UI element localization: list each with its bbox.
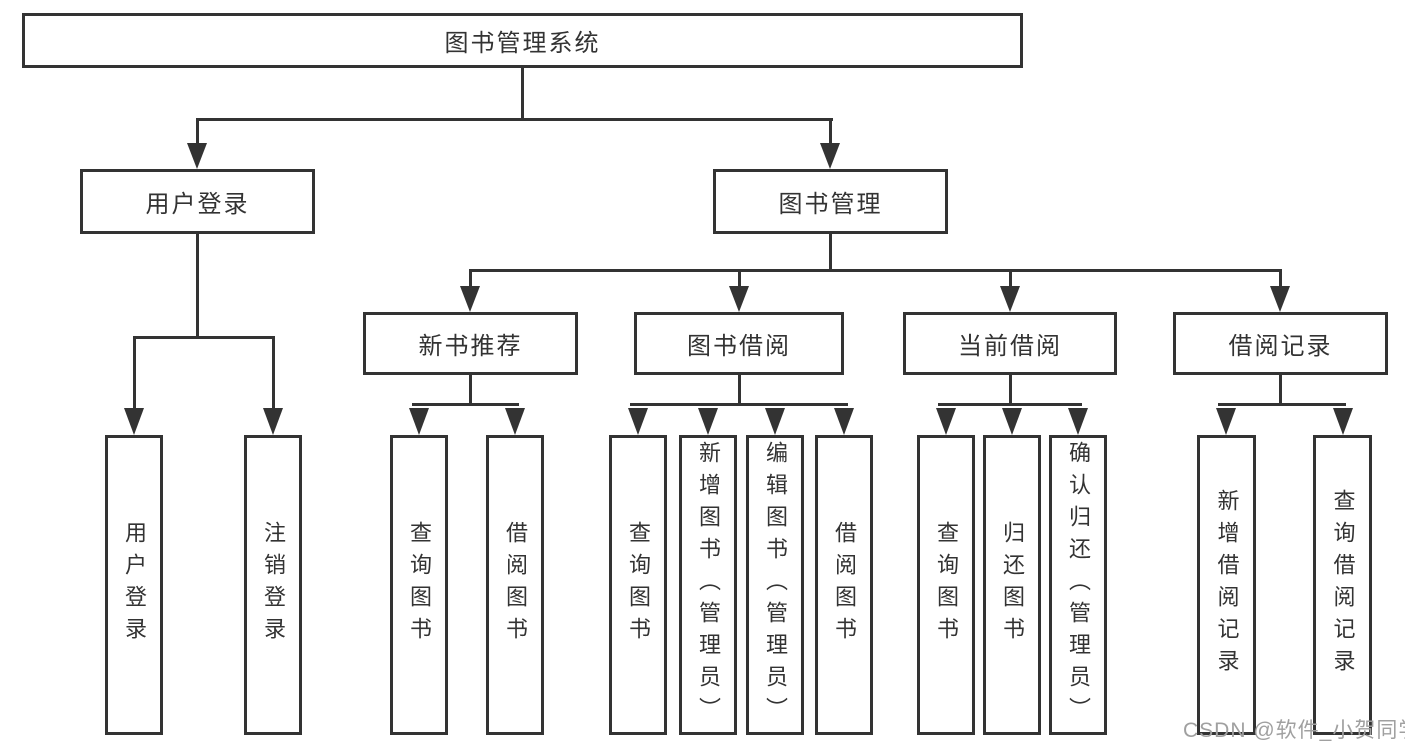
arrow-down-icon — [765, 408, 785, 435]
arrow-down-icon — [124, 408, 144, 435]
connector-g2-stem — [469, 375, 472, 405]
node-book-borrow-label: 图书借阅 — [687, 333, 791, 360]
node-user-login-label: 用户登录 — [145, 191, 250, 218]
leaf-query-books-recommend: 查询图书 — [390, 435, 448, 735]
leaf-query-borrow-record: 查询借阅记录 — [1313, 435, 1372, 735]
leaf-query-books-borrow: 查询图书 — [609, 435, 667, 735]
leaf-query-books-current: 查询图书 — [917, 435, 975, 735]
leaf-borrow-books-recommend-label: 借阅图书 — [503, 521, 528, 649]
arrow-down-icon — [1000, 286, 1020, 312]
leaf-add-books-admin: 新增图书（管理员） — [679, 435, 737, 735]
connector-userlogin-leaf2-stem — [272, 339, 275, 408]
arrow-down-icon — [936, 408, 956, 435]
arrow-down-icon — [187, 143, 207, 169]
leaf-borrow-books-recommend: 借阅图书 — [486, 435, 544, 735]
connector-bookmgmt-down — [829, 234, 832, 271]
watermark-text: CSDN @软件_小贺同学 — [1183, 719, 1405, 742]
arrow-down-icon — [1270, 286, 1290, 312]
connector-g4-stem — [1009, 375, 1012, 405]
connector-g3-bar — [630, 403, 848, 406]
connector-g5-stem — [1279, 375, 1282, 405]
leaf-query-books-recommend-label: 查询图书 — [407, 521, 432, 649]
connector-userlogin-stem — [196, 120, 199, 146]
arrow-down-icon — [820, 143, 840, 169]
node-new-book-recommend: 新书推荐 — [363, 312, 578, 375]
node-new-book-recommend-label: 新书推荐 — [418, 333, 523, 360]
node-current-borrow: 当前借阅 — [903, 312, 1117, 375]
arrow-down-icon — [1068, 408, 1088, 435]
leaf-return-books: 归还图书 — [983, 435, 1041, 735]
leaf-user-login: 用户登录 — [105, 435, 163, 735]
connector-l3-stem-2 — [738, 272, 741, 287]
arrow-down-icon — [505, 408, 525, 435]
connector-bookmgmt-stem — [829, 120, 832, 146]
arrow-down-icon — [628, 408, 648, 435]
leaf-logout-label: 注销登录 — [261, 521, 286, 649]
connector-root-stem — [521, 68, 524, 120]
leaf-add-books-admin-label: 新增图书（管理员） — [696, 441, 721, 729]
leaf-borrow-books: 借阅图书 — [815, 435, 873, 735]
arrow-down-icon — [834, 408, 854, 435]
leaf-edit-books-admin: 编辑图书（管理员） — [746, 435, 804, 735]
leaf-add-borrow-record-label: 新增借阅记录 — [1214, 489, 1240, 681]
node-root-label: 图书管理系统 — [444, 30, 601, 57]
connector-userlogin-down — [196, 234, 199, 338]
connector-bookmgmt-bar — [469, 269, 1282, 272]
node-borrow-records: 借阅记录 — [1173, 312, 1388, 375]
arrow-down-icon — [1216, 408, 1236, 435]
connector-l3-stem-3 — [1009, 272, 1012, 287]
node-borrow-records-label: 借阅记录 — [1228, 333, 1333, 360]
connector-g2-bar — [412, 403, 519, 406]
connector-l3-stem-4 — [1279, 272, 1282, 287]
connector-g4-bar — [938, 403, 1082, 406]
arrow-down-icon — [729, 286, 749, 312]
leaf-borrow-books-label: 借阅图书 — [832, 521, 857, 649]
leaf-logout: 注销登录 — [244, 435, 302, 735]
arrow-down-icon — [409, 408, 429, 435]
leaf-confirm-return-admin-label: 确认归还（管理员） — [1066, 441, 1091, 729]
arrow-down-icon — [1002, 408, 1022, 435]
arrow-down-icon — [698, 408, 718, 435]
arrow-down-icon — [263, 408, 283, 435]
leaf-query-books-borrow-label: 查询图书 — [626, 521, 651, 649]
node-current-borrow-label: 当前借阅 — [958, 333, 1062, 360]
node-book-management-label: 图书管理 — [778, 191, 883, 218]
node-book-borrow: 图书借阅 — [634, 312, 844, 375]
arrow-down-icon — [1333, 408, 1353, 435]
leaf-query-borrow-record-label: 查询借阅记录 — [1330, 489, 1356, 681]
leaf-query-books-current-label: 查询图书 — [934, 521, 959, 649]
node-root: 图书管理系统 — [22, 13, 1023, 68]
connector-g3-stem — [738, 375, 741, 405]
leaf-confirm-return-admin: 确认归还（管理员） — [1049, 435, 1107, 735]
node-book-management: 图书管理 — [713, 169, 948, 234]
connector-userlogin-bar — [133, 336, 275, 339]
leaf-edit-books-admin-label: 编辑图书（管理员） — [763, 441, 788, 729]
node-user-login: 用户登录 — [80, 169, 315, 234]
leaf-add-borrow-record: 新增借阅记录 — [1197, 435, 1256, 735]
arrow-down-icon — [460, 286, 480, 312]
connector-g5-bar — [1218, 403, 1346, 406]
leaf-user-login-label: 用户登录 — [122, 521, 147, 649]
connector-root-bar — [196, 118, 833, 121]
connector-l3-stem-1 — [469, 272, 472, 287]
leaf-return-books-label: 归还图书 — [1000, 521, 1025, 649]
connector-userlogin-leaf1-stem — [133, 339, 136, 408]
